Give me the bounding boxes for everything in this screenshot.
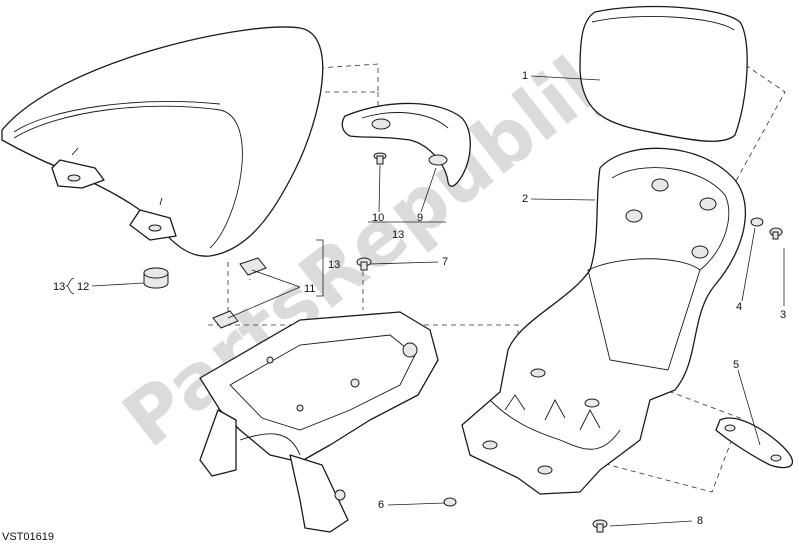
screw-part-8 [592, 519, 608, 533]
cover-grommet [371, 118, 391, 130]
callout-6: 6 [378, 499, 384, 511]
seat-subframe [199, 311, 439, 533]
callout-1: 1 [522, 70, 528, 82]
nut-part-6 [443, 497, 457, 507]
callout-12: 12 [77, 281, 89, 293]
screw-part-10 [373, 152, 387, 165]
callout-5: 5 [733, 359, 739, 371]
callout-13-left: 13 [53, 281, 65, 293]
rubber-pads-part-11 [212, 257, 267, 329]
passenger-seat-base-part-2 [461, 147, 747, 495]
washer-part-4 [750, 217, 764, 227]
rider-seat [1, 26, 324, 257]
passenger-pad-part-1 [579, 5, 748, 142]
callout-8: 8 [697, 515, 703, 527]
callout-11: 11 [304, 283, 315, 295]
screw-part-3 [769, 227, 783, 240]
callout-13-middle: 13 [328, 259, 340, 271]
seat-cover-part-9 [341, 102, 471, 187]
callout-9: 9 [417, 212, 423, 224]
callout-3: 3 [780, 309, 786, 321]
strap-part-5 [715, 417, 794, 469]
callout-10: 10 [372, 212, 384, 224]
callout-4: 4 [736, 301, 742, 313]
callout-2: 2 [522, 193, 528, 205]
callout-13-upper: 13 [392, 229, 404, 241]
callout-labels: 1 2 3 4 5 6 7 8 9 10 11 12 13 13 13 VST0… [2, 70, 786, 543]
leader-lines [65, 75, 785, 527]
grommet-part-12 [143, 267, 169, 289]
callout-7: 7 [442, 256, 448, 268]
diagram-code: VST01619 [2, 531, 54, 543]
